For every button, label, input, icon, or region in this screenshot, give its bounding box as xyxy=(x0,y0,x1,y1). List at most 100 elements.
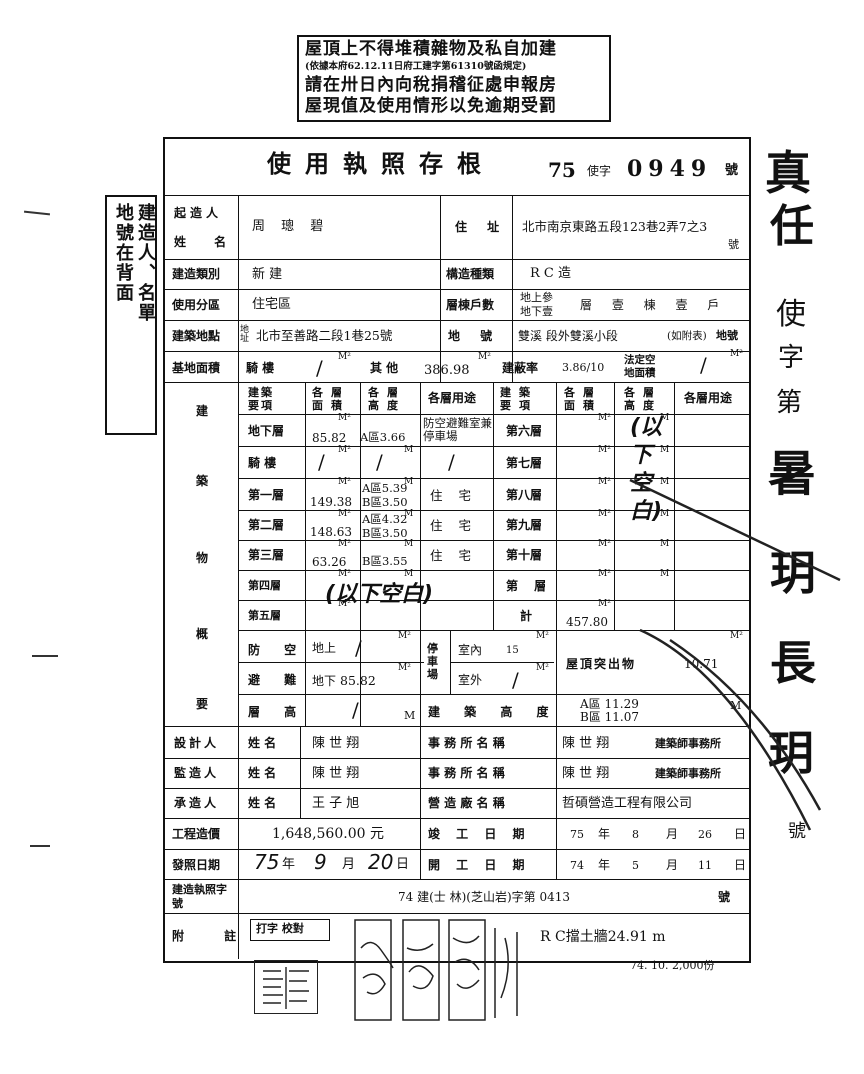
floor-name: 第 層 xyxy=(506,579,553,593)
floor-area: 85.82 xyxy=(312,431,347,445)
date-unit-month: 月 xyxy=(342,857,356,872)
date-unit-year: 年 xyxy=(598,827,611,841)
lot-note: (如附表) xyxy=(667,330,707,342)
parking-indoor-value: 15 xyxy=(506,645,519,656)
contractor-firm: 哲碩營造工程有限公司 xyxy=(562,796,693,811)
open-space-label: 法定空地面積 xyxy=(624,354,656,379)
unit-m2: M² xyxy=(598,477,611,487)
form-frame xyxy=(163,137,751,963)
date-unit-month: 月 xyxy=(666,827,679,841)
supervisor-office: 陳 世 翔 xyxy=(562,766,610,781)
total-area: 457.80 xyxy=(566,615,608,629)
cost-value: 1,648,560.00 元 xyxy=(272,826,384,842)
right-mark: 任 xyxy=(770,201,814,252)
arcade-label: 騎 樓 xyxy=(246,361,275,375)
designer-label: 設計人 xyxy=(174,736,220,750)
building-side-label: 概 xyxy=(196,627,209,641)
start-date-label: 開 工 日 期 xyxy=(428,858,531,872)
hdr-area: 各層面積 xyxy=(312,386,350,412)
building-side-label: 築 xyxy=(196,474,209,488)
unit-m: M xyxy=(404,445,414,455)
shelter-above-value: / xyxy=(355,636,362,660)
building-side-label: 要 xyxy=(196,697,209,711)
lot-note-col1: 地號在背面 xyxy=(113,203,134,303)
supervisor-label: 監造人 xyxy=(174,766,220,780)
site-label: 建築地點 xyxy=(172,329,221,343)
designer-office-suffix: 建築師事務所 xyxy=(655,737,721,750)
hdr-use-right: 各層用途 xyxy=(684,391,733,405)
start-day: 11 xyxy=(698,859,712,872)
completion-day: 26 xyxy=(698,828,712,841)
floor-area: 148.63 xyxy=(310,525,352,539)
unit-m2: M² xyxy=(598,509,611,519)
unit-m2: M² xyxy=(338,539,351,549)
supervisor-name: 陳 世 翔 xyxy=(312,766,360,781)
unit-m2: M² xyxy=(338,509,351,519)
contractor-name: 王 子 旭 xyxy=(312,796,360,811)
parking-indoor-label: 室內 xyxy=(458,643,483,657)
floor-name: 第二層 xyxy=(248,518,285,532)
floor-use: / xyxy=(448,450,455,474)
floor-use: 住 宅 xyxy=(430,488,477,503)
print-info: 74. 10. 2,000份 xyxy=(630,959,715,972)
unit-m2: M² xyxy=(598,539,611,549)
other-area-value: 386.98 xyxy=(424,363,470,378)
owner-name: 周 璁 碧 xyxy=(252,219,330,234)
open-space-value: / xyxy=(700,353,707,377)
floor-name: 第四層 xyxy=(248,579,281,592)
floor-height: A區5.39 B區3.50 xyxy=(362,481,408,509)
signature-block xyxy=(345,918,535,1026)
unit-m2: M² xyxy=(730,631,743,641)
hdr-height: 各層高度 xyxy=(368,386,406,412)
permit-prefix: 使字 xyxy=(587,164,612,178)
unit-m2: M² xyxy=(598,599,611,609)
shelter-label: 防 空 xyxy=(248,643,307,657)
right-mark: 暑 xyxy=(768,446,817,502)
other-label: 其 他 xyxy=(370,361,399,375)
issue-year: 75 xyxy=(254,850,280,874)
structure-value: R C 造 xyxy=(530,266,571,281)
roof-notice-line4: 屋現值及使用情形以免逾期受罰 xyxy=(305,96,557,116)
typist-box xyxy=(250,919,330,941)
right-mark: 第 xyxy=(776,388,803,418)
unit-m2: M² xyxy=(338,569,351,579)
unit-m: M xyxy=(660,477,670,487)
unit-m: M xyxy=(660,445,670,455)
permit-number: 0949 xyxy=(627,156,713,182)
hdr-height-right: 各層高度 xyxy=(624,386,662,412)
unit-m2: M² xyxy=(478,352,491,362)
start-year: 74 xyxy=(570,859,584,872)
coverage-value: 3.86/10 xyxy=(562,361,605,374)
floor-name: 第五層 xyxy=(248,609,281,622)
notes-label: 附 註 xyxy=(172,929,255,943)
pen-strokes xyxy=(629,478,841,831)
roof-notice-line1: 屋頂上不得堆積雜物及私自加建 xyxy=(305,39,557,59)
margin-mark xyxy=(30,845,50,847)
unit-m2: M² xyxy=(536,663,549,673)
floor-use: 防空避難室兼停車場 xyxy=(423,416,492,443)
arcade-value: / xyxy=(316,356,323,380)
floor-name: 第七層 xyxy=(506,456,543,470)
unit-m2: M² xyxy=(338,477,351,487)
right-mark: 長 xyxy=(770,636,816,690)
date-unit-day: 日 xyxy=(396,857,410,872)
hdr-area-right: 各層面積 xyxy=(564,386,602,412)
right-mark: 號 xyxy=(788,821,806,842)
unit-m2: M² xyxy=(536,631,549,641)
parking-outdoor-value: / xyxy=(512,668,519,692)
unit-m2: M² xyxy=(398,631,411,641)
unit-m: M xyxy=(660,509,670,519)
unit-m: M xyxy=(660,539,670,549)
designer-name-label: 姓 名 xyxy=(248,736,277,750)
designer-office: 陳 世 翔 xyxy=(562,736,610,751)
zone-value: 住宅區 xyxy=(252,297,292,312)
floor-name: 第一層 xyxy=(248,488,285,502)
issue-month: 9 xyxy=(314,850,327,874)
right-mark: 使 xyxy=(776,297,806,332)
date-unit-month: 月 xyxy=(666,858,679,872)
hdr-use: 各層用途 xyxy=(428,391,477,405)
page-title: 使用執照存根 xyxy=(267,149,495,178)
floor-height: / xyxy=(376,450,383,474)
parking-outdoor-label: 室外 xyxy=(458,673,483,687)
unit-m: M xyxy=(660,569,670,579)
